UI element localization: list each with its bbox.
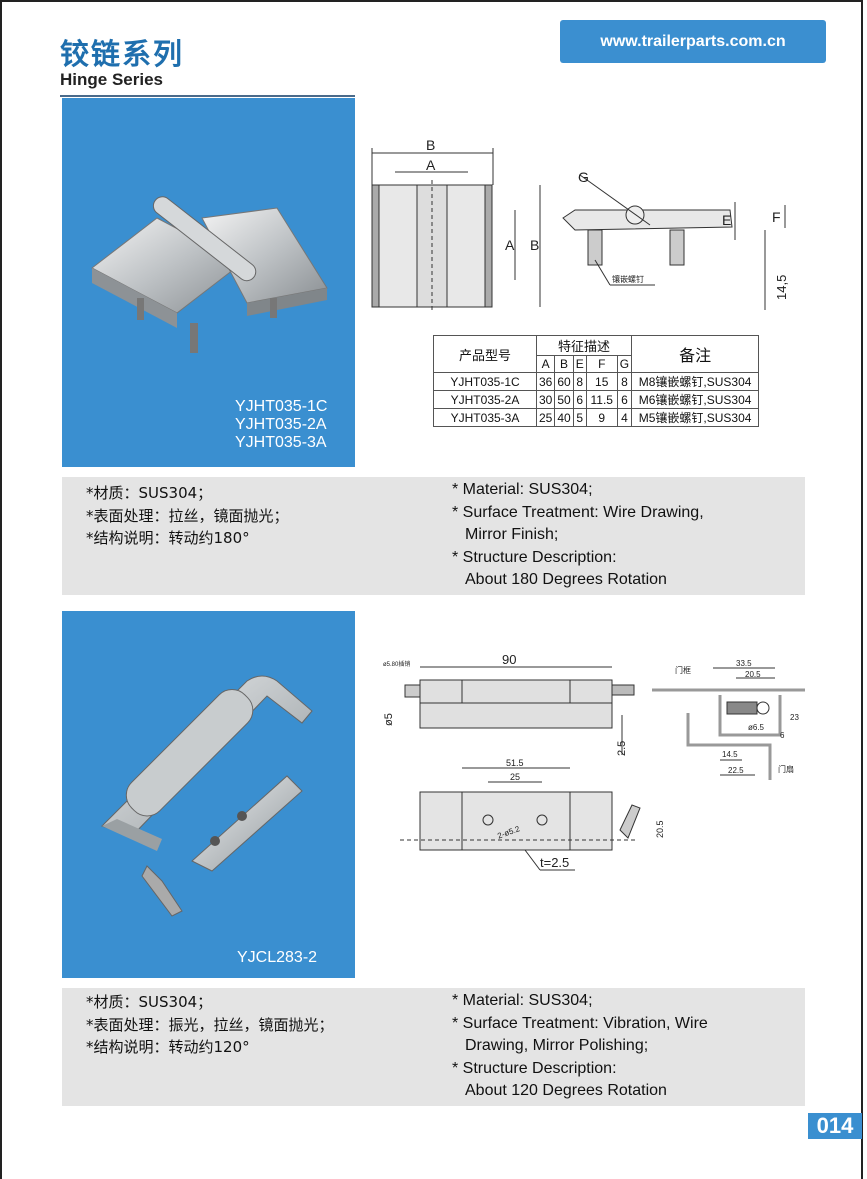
sub-header: B bbox=[554, 355, 574, 373]
dim-33-5: 33.5 bbox=[736, 659, 752, 668]
spec-en-list: * Material: SUS304; * Surface Treatment:… bbox=[452, 990, 708, 1103]
page-title-en: Hinge Series bbox=[60, 70, 163, 89]
website-banner[interactable]: www.trailerparts.com.cn bbox=[560, 20, 826, 63]
cell-b: 40 bbox=[554, 408, 574, 427]
spec-cn-line: *材质：SUS304； bbox=[86, 993, 213, 1011]
cell-g: 4 bbox=[616, 408, 633, 427]
cell-a: 36 bbox=[535, 372, 556, 391]
col-notes-header: 备注 bbox=[631, 335, 760, 373]
cell-note: M8镶嵌螺钉,SUS304 bbox=[631, 372, 760, 391]
table-row: YJHT035-1C 36 60 8 15 8 M8镶嵌螺钉,SUS304 bbox=[433, 372, 760, 391]
model-label: YJHT035-3A bbox=[235, 434, 327, 451]
product1-specs: *材质：SUS304； *表面处理：拉丝，镜面抛光； *结构说明：转动约180°… bbox=[62, 477, 805, 595]
sub-header: A bbox=[535, 355, 556, 373]
hinge-photo-illustration bbox=[101, 675, 313, 917]
model-label: YJHT035-1C bbox=[235, 398, 328, 415]
sub-header: F bbox=[585, 355, 618, 373]
cell-note: M5镶嵌螺钉,SUS304 bbox=[631, 408, 760, 427]
dim-22-5: 22.5 bbox=[728, 766, 744, 775]
door-label: 门扇 bbox=[778, 764, 794, 774]
dim-20-5: 20.5 bbox=[745, 670, 761, 679]
table-row: YJHT035-3A 25 40 5 9 4 M5镶嵌螺钉,SUS304 bbox=[433, 408, 760, 427]
title-divider bbox=[60, 95, 355, 97]
dim-14-5: 14.5 bbox=[722, 750, 738, 759]
spec-cn-line: *结构说明：转动约180° bbox=[86, 529, 250, 547]
dim-6: 6 bbox=[780, 731, 785, 740]
dim-51-5: 51.5 bbox=[506, 758, 524, 768]
spec-en-line: * Structure Description: bbox=[452, 1059, 617, 1077]
product2-photo: YJCL283-2 bbox=[62, 611, 355, 978]
spec-cn-line: *材质：SUS304； bbox=[86, 484, 213, 502]
spec-en-line: Mirror Finish; bbox=[465, 526, 559, 543]
dim-pin: ø5.80插销 bbox=[383, 660, 410, 668]
cell-g: 8 bbox=[616, 372, 633, 391]
cell-note: M6镶嵌螺钉,SUS304 bbox=[631, 390, 760, 409]
spec-en-list: * Material: SUS304; * Surface Treatment:… bbox=[452, 479, 704, 592]
spec-en-line: About 180 Degrees Rotation bbox=[465, 571, 667, 588]
cell-model: YJHT035-3A bbox=[433, 408, 537, 427]
cell-e: 6 bbox=[572, 390, 587, 409]
spec-en-line: Drawing, Mirror Polishing; bbox=[465, 1037, 649, 1054]
door-frame-label: 门框 bbox=[675, 665, 691, 675]
dim-25: 25 bbox=[510, 772, 520, 782]
model-label: YJHT035-2A bbox=[235, 416, 327, 433]
product2-model: YJCL283-2 bbox=[237, 949, 318, 966]
table-row: YJHT035-2A 30 50 6 11.5 6 M6镶嵌螺钉,SUS304 bbox=[433, 390, 760, 409]
spec-cn-line: *结构说明：转动约120° bbox=[86, 1038, 250, 1056]
cell-e: 8 bbox=[572, 372, 587, 391]
page-number: 014 bbox=[808, 1113, 862, 1139]
spec-cn-line: *表面处理：拉丝，镜面抛光； bbox=[86, 506, 289, 525]
product2-technical-drawing: 90 ø5.80插销 ø5 2.5 33.5 20.5 ø6.5 23 6 14… bbox=[383, 652, 805, 871]
sub-header: E bbox=[572, 355, 587, 373]
stud-label: 镶嵌螺钉 bbox=[612, 274, 644, 284]
cell-g: 6 bbox=[616, 390, 633, 409]
product1-models: YJHT035-1C YJHT035-2A YJHT035-3A bbox=[235, 398, 327, 452]
page-title-cn: 铰链系列 bbox=[60, 37, 185, 71]
cell-f: 9 bbox=[585, 408, 618, 427]
dim-g: G bbox=[578, 169, 589, 185]
spec-cn-list: *材质：SUS304； *表面处理：振光，拉丝，镜面抛光； *结构说明：转动约1… bbox=[86, 991, 334, 1059]
dim-a-vertical: A bbox=[505, 237, 515, 253]
cell-b: 50 bbox=[554, 390, 574, 409]
dim-b-vertical: B bbox=[530, 237, 539, 253]
dim-20-5-v: 20.5 bbox=[655, 820, 665, 838]
cell-model: YJHT035-1C bbox=[433, 372, 537, 391]
cell-a: 30 bbox=[535, 390, 556, 409]
dim-b: B bbox=[426, 137, 435, 153]
cell-b: 60 bbox=[554, 372, 574, 391]
spec-en-line: * Structure Description: bbox=[452, 548, 617, 566]
product1-photo: YJHT035-1C YJHT035-2A YJHT035-3A bbox=[62, 98, 355, 467]
dim-d5: ø5 bbox=[383, 713, 395, 726]
spec-en-line: About 120 Degrees Rotation bbox=[465, 1082, 667, 1099]
dim-90: 90 bbox=[502, 652, 516, 667]
dim-23: 23 bbox=[790, 713, 799, 722]
spec-en-line: * Surface Treatment: Wire Drawing, bbox=[452, 503, 704, 521]
spec-en-line: * Surface Treatment: Vibration, Wire bbox=[452, 1014, 708, 1032]
dim-f: F bbox=[772, 209, 781, 225]
cell-f: 11.5 bbox=[585, 390, 618, 409]
spec-en-line: * Material: SUS304; bbox=[452, 992, 593, 1009]
cell-e: 5 bbox=[572, 408, 587, 427]
product2-specs: *材质：SUS304； *表面处理：振光，拉丝，镜面抛光； *结构说明：转动约1… bbox=[62, 988, 805, 1106]
dim-thickness: t=2.5 bbox=[540, 855, 569, 870]
hinge-photo-illustration bbox=[91, 196, 328, 353]
spec-en-line: * Material: SUS304; bbox=[452, 481, 593, 498]
dim-d6-5: ø6.5 bbox=[748, 723, 765, 732]
cell-model: YJHT035-2A bbox=[433, 390, 537, 409]
cell-f: 15 bbox=[585, 372, 618, 391]
dim-e: E bbox=[722, 212, 731, 228]
product1-technical-drawing: B A A B G E F 14,5 镶嵌螺钉 bbox=[371, 137, 789, 312]
cell-a: 25 bbox=[535, 408, 556, 427]
spec-cn-list: *材质：SUS304； *表面处理：拉丝，镜面抛光； *结构说明：转动约180° bbox=[86, 482, 289, 550]
dim-14-5: 14,5 bbox=[774, 275, 789, 300]
col-model-header: 产品型号 bbox=[433, 335, 537, 373]
dim-a: A bbox=[426, 157, 436, 173]
dim-2-5: 2.5 bbox=[616, 741, 628, 756]
spec-cn-line: *表面处理：振光，拉丝，镜面抛光； bbox=[86, 1015, 334, 1034]
sub-header: G bbox=[616, 355, 633, 373]
product1-spec-table: 产品型号 特征描述 备注 A B E F G YJHT035-1C 36 60 … bbox=[433, 335, 760, 427]
col-features-header: 特征描述 bbox=[535, 335, 633, 356]
